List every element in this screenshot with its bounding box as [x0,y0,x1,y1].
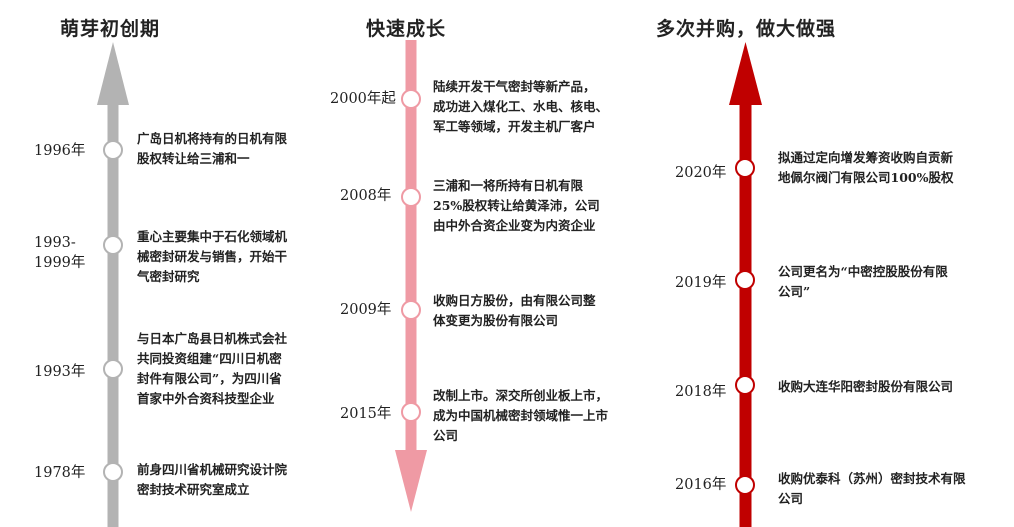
axis-arrowhead [729,42,762,105]
timeline-node [401,89,421,109]
event-year: 1978年 [34,465,86,481]
event-year: 1996年 [34,143,86,159]
event-year: 2009年 [340,302,392,318]
stage-title: 萌芽初创期 [60,18,161,40]
timeline-axis-down-arrow [395,40,427,512]
timeline-node [401,187,421,207]
axis-arrowhead [395,450,427,512]
stage-title: 快速成长 [366,18,447,40]
event-year: 2016年 [675,477,727,493]
axis-arrowhead [97,42,129,105]
timeline-node [735,270,755,290]
timeline-node [103,235,123,255]
timeline-node [401,402,421,422]
event-year: 2019年 [675,275,727,291]
timeline-node [735,375,755,395]
timeline-node [401,300,421,320]
event-year: 1993- [34,235,76,251]
timeline-node [103,462,123,482]
axis-shaft [405,40,417,452]
stage-column-growth: 快速成长 2000年起 陆续开发干气密封等新产品， 成功进入煤化工、水电、核电、… [330,0,660,527]
stage-column-startup: 萌芽初创期 1996年 广岛日机将持有的日机有限 股权转让给三浦和一 1993-… [0,0,340,527]
timeline-axis-up-arrow [729,42,762,527]
event-year: 2018年 [675,384,727,400]
event-year: 2020年 [675,165,727,181]
timeline-node [735,475,755,495]
timeline-node [103,359,123,379]
timeline-node [735,158,755,178]
stage-title: 多次并购，做大做强 [656,18,837,40]
event-year: 1999年 [34,255,86,271]
timeline-axis-up-arrow [97,42,129,527]
timeline-node [103,140,123,160]
event-year: 2000年起 [330,91,396,107]
event-year: 2008年 [340,188,392,204]
event-year: 2015年 [340,406,392,422]
stage-column-expansion: 多次并购，做大做强 2020年 拟通过定向增发筹资收购自贡新 地佩尔阀门有限公司… [656,0,1014,527]
axis-shaft [107,102,119,527]
axis-shaft [739,100,752,527]
event-year: 1993年 [34,364,86,380]
